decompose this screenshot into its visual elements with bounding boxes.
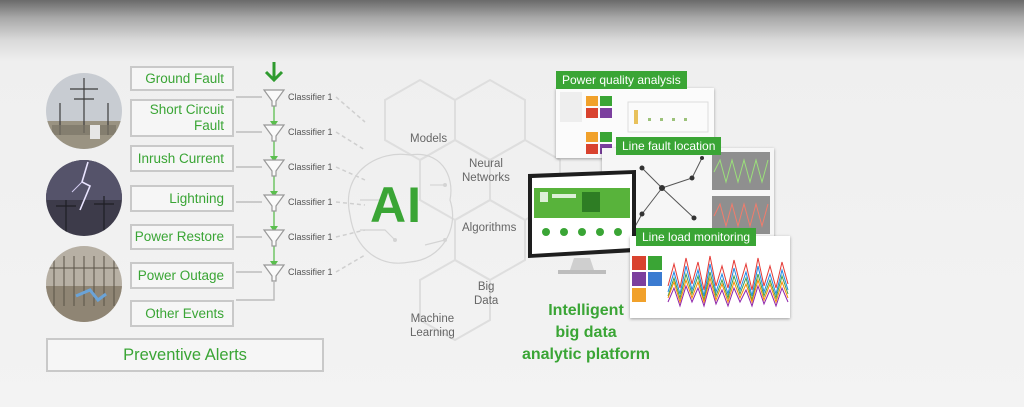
event-label-line1: Short Circuit [149, 102, 224, 117]
hex-label-line: Learning [410, 327, 455, 339]
tag-line-fault: Line fault location [616, 137, 722, 155]
event-label: Power Outage [137, 267, 224, 283]
substation-photo [46, 73, 122, 149]
classifier-label: Classifier 1 [288, 127, 333, 137]
hex-label-line: Machine [410, 313, 455, 325]
event-label-line2: Fault [193, 118, 224, 133]
hex-label-neural-networks: Neural Networks [462, 157, 510, 185]
hex-label-algorithms: Algorithms [462, 222, 517, 234]
event-label: Inrush Current [137, 150, 224, 166]
classifier-label: Classifier 1 [288, 232, 333, 242]
event-power-restore: Power Restore [130, 224, 234, 250]
tag-power-quality: Power quality analysis [556, 71, 687, 89]
event-power-outage: Power Outage [130, 262, 234, 289]
ai-label: AI [370, 177, 422, 233]
event-label: Ground Fault [145, 70, 224, 86]
event-label: Lightning [169, 190, 224, 206]
classifier-label: Classifier 1 [288, 197, 333, 207]
hex-label-line: Big [477, 281, 495, 293]
hex-label-line: Networks [462, 172, 510, 184]
classifier-label: Classifier 1 [288, 92, 333, 102]
event-lightning: Lightning [130, 185, 234, 212]
event-other-events: Other Events [130, 300, 234, 327]
platform-line: big data [555, 324, 617, 341]
platform-title: Intelligent big data analytic platform [511, 300, 661, 366]
monitor-graphic [528, 170, 636, 274]
event-label: Other Events [145, 305, 224, 321]
preventive-alerts-label: Preventive Alerts [123, 345, 247, 364]
outage-photo [46, 246, 122, 322]
tag-line-load: Line load monitoring [636, 228, 757, 246]
platform-line: Intelligent [548, 302, 624, 319]
hex-label-line: Neural [469, 158, 503, 170]
event-short-circuit-fault: Short Circuit Fault [130, 99, 234, 137]
classifier-label: Classifier 1 [288, 162, 333, 172]
hex-label-machine-learning: Machine Learning [410, 312, 455, 340]
event-inrush-current: Inrush Current [130, 145, 234, 172]
classifier-label: Classifier 1 [288, 267, 333, 277]
event-label: Power Restore [134, 229, 224, 244]
preventive-alerts-box: Preventive Alerts [46, 338, 324, 372]
line-load-screenshot [630, 236, 790, 318]
hex-label-line: Data [474, 295, 499, 307]
event-ground-fault: Ground Fault [130, 66, 234, 91]
hex-label-models: Models [410, 133, 448, 145]
platform-line: analytic platform [521, 346, 651, 363]
lightning-photo [46, 160, 122, 236]
hex-label-big-data: Big Data [474, 280, 498, 308]
